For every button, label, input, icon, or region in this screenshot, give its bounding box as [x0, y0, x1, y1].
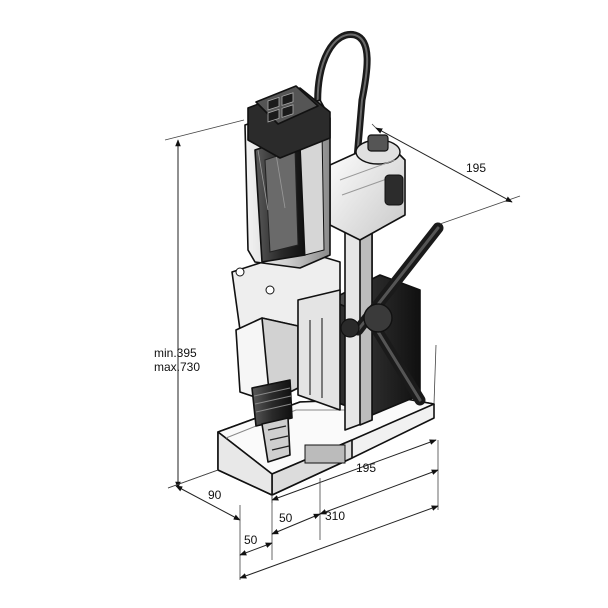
offset-a-label: 50 — [244, 533, 258, 547]
overall-length-dimension-line — [319, 469, 439, 515]
depth-top-label: 195 — [466, 161, 486, 175]
base-width-dimension-line — [175, 485, 241, 521]
feed-handles — [340, 222, 444, 406]
height-min-label: min.395 — [154, 346, 197, 360]
dimension-annotations: min.395 max.730 195 195 90 50 310 50 — [154, 119, 521, 580]
offset-b-label: 50 — [279, 511, 293, 525]
height-max-label: max.730 — [154, 360, 200, 374]
base-length-label: 195 — [356, 461, 376, 475]
base-width-label: 90 — [208, 488, 222, 502]
gear-housing — [329, 134, 406, 241]
overall-length-label: 310 — [325, 509, 345, 523]
magnetic-drill-illustration — [217, 31, 444, 496]
lower-housing — [231, 249, 341, 411]
bottom-overall-dimension-line — [239, 505, 439, 579]
top-handle — [247, 85, 331, 159]
control-buttons — [267, 92, 294, 123]
depth-top-dimension-line — [375, 127, 513, 203]
